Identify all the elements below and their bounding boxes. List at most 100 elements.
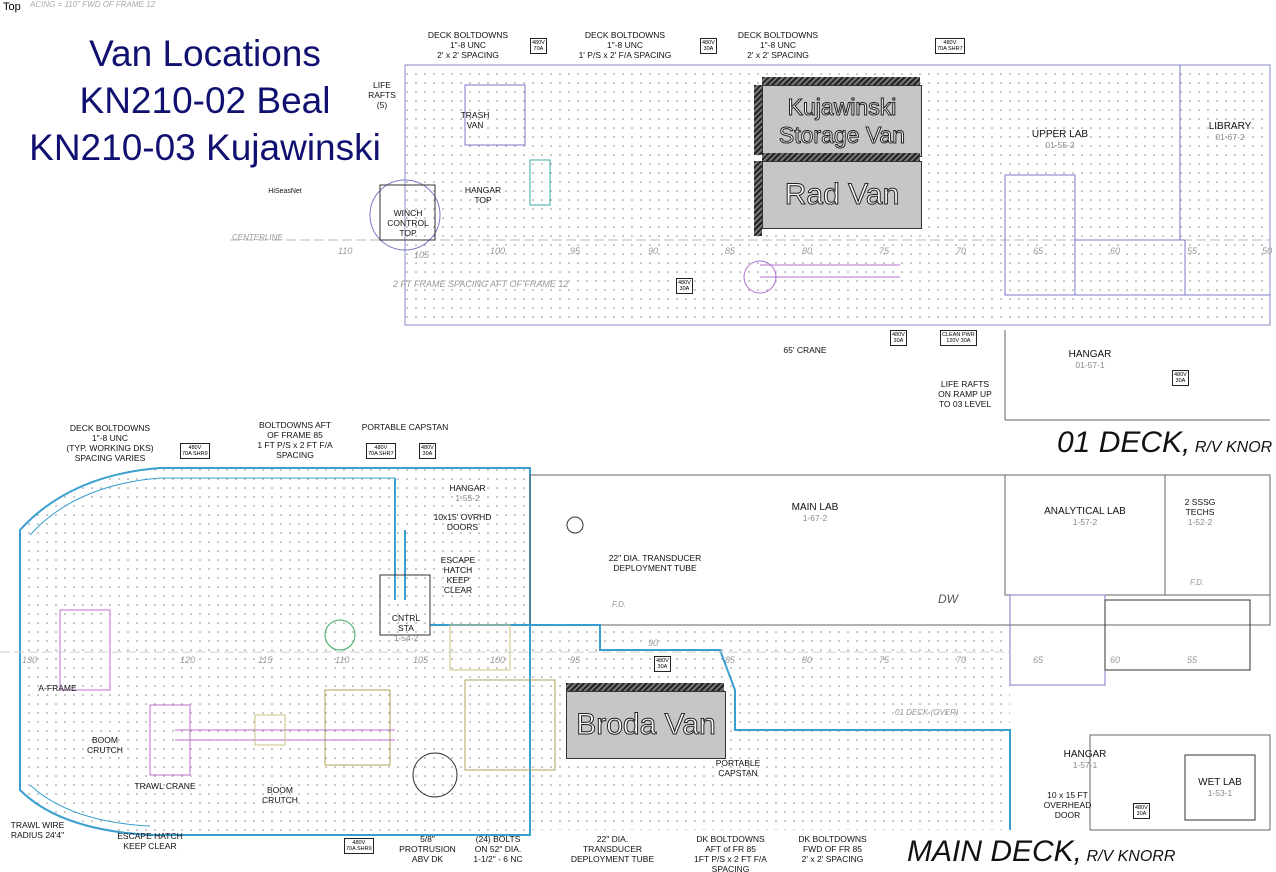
map-title-line1: Van Locations <box>89 33 321 74</box>
main-frame-120: 120 <box>180 655 196 665</box>
upper-frame-100: 100 <box>490 246 506 256</box>
main-deck-ship: R/V KNORR <box>1086 848 1176 865</box>
main-frame-95: 95 <box>570 655 581 665</box>
header-fragment: ACING = 110" FWD OF FRAME 12 <box>30 0 156 9</box>
main-frame-65: 65 <box>1033 655 1044 665</box>
label-hiseasnet: HiSeasNet <box>268 188 302 195</box>
storage-van-label-line1: Kujawinski <box>787 94 897 121</box>
main-frame-105: 105 <box>413 655 429 665</box>
broda-van[interactable]: Broda Van <box>566 691 726 759</box>
label-trawl-crane: TRAWL CRANE <box>134 781 196 791</box>
label-dw: DW <box>938 592 958 606</box>
corner-label: Top <box>3 1 21 13</box>
rad-van[interactable]: Rad Van <box>762 161 922 229</box>
upper-frame-60: 60 <box>1110 246 1121 256</box>
upper-deck-title: 01 DECK, R/V KNOR <box>1057 426 1272 460</box>
rad-van-label: Rad Van <box>784 178 900 212</box>
label-centerline: CENTERLINE <box>232 233 283 242</box>
broda-van-label: Broda Van <box>576 708 717 742</box>
upper-frame-90: 90 <box>648 246 659 256</box>
main-frame-75: 75 <box>879 655 890 665</box>
upper-frame-65: 65 <box>1033 246 1044 256</box>
upper-frame-55: 55 <box>1187 246 1198 256</box>
map-title-line2: KN210-02 Beal <box>79 80 331 121</box>
upper-deck-name: 01 DECK, <box>1057 426 1191 459</box>
main-frame-110: 110 <box>335 655 350 665</box>
storage-van-side <box>754 85 762 155</box>
upper-frame-95: 95 <box>570 246 581 256</box>
upper-frame-105: 105 <box>414 250 430 260</box>
storage-van-roof <box>762 77 920 85</box>
broda-van-roof <box>566 683 724 691</box>
rad-van-side <box>754 161 762 236</box>
main-frame-70: 70 <box>956 655 967 665</box>
main-frame-60: 60 <box>1110 655 1121 665</box>
label-portable-capstan: PORTABLE CAPSTAN <box>361 422 449 432</box>
label-crane: 65' CRANE <box>783 345 827 355</box>
label-a-frame: A-FRAME <box>38 683 77 693</box>
main-frame-80: 80 <box>802 655 813 665</box>
main-frame-90: 90 <box>648 638 659 648</box>
upper-frame-110: 110 <box>338 246 353 256</box>
main-frame-100: 100 <box>490 655 506 665</box>
main-deck-name: MAIN DECK, <box>907 835 1083 868</box>
label-fd-2: F.D. <box>1190 578 1205 587</box>
label-frame-spacing: 2 FT FRAME SPACING AFT OF FRAME 12 <box>393 279 569 289</box>
label-01-deck-over: 01 DECK (OVER) <box>895 708 959 717</box>
upper-deck-ship: R/V KNOR <box>1194 439 1273 456</box>
label-fd: F.D. <box>612 600 627 609</box>
upper-frame-75: 75 <box>879 246 890 256</box>
kujawinski-storage-van[interactable]: Kujawinski Storage Van <box>762 85 922 157</box>
main-frame-130: 130 <box>22 655 38 665</box>
storage-van-label-line2: Storage Van <box>778 122 906 149</box>
main-deck-title: MAIN DECK, R/V KNORR <box>907 835 1175 869</box>
main-frame-115: 115 <box>258 655 273 665</box>
main-frame-85: 85 <box>725 655 736 665</box>
upper-frame-85: 85 <box>725 246 736 256</box>
